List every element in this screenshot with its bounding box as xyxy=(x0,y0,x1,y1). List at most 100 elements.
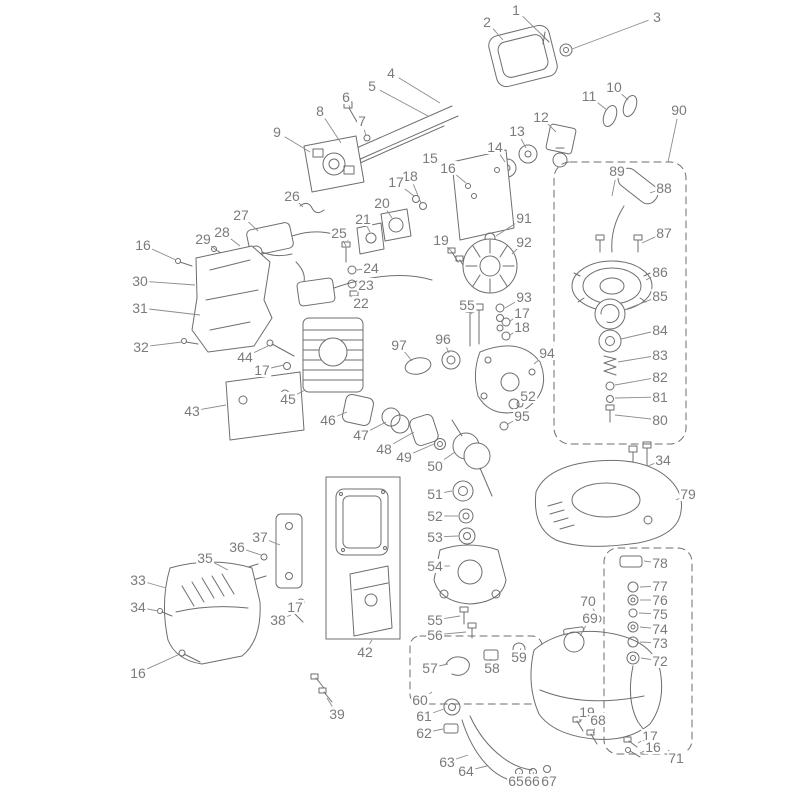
part-label: 11 xyxy=(580,88,598,104)
coil-spacers xyxy=(341,241,359,309)
leader-line xyxy=(623,298,652,311)
leader-line xyxy=(336,411,348,417)
part-label: 22 xyxy=(352,295,370,311)
part-label: 24 xyxy=(362,260,380,276)
part-label: 52 xyxy=(426,508,444,524)
part-label: 80 xyxy=(651,412,669,428)
leader-line xyxy=(268,539,281,546)
leader-line xyxy=(620,92,629,101)
part-label: 91 xyxy=(515,210,533,226)
leader-line xyxy=(454,173,467,184)
leader-line xyxy=(446,246,453,253)
leader-line xyxy=(495,222,517,237)
leader-line xyxy=(547,123,557,133)
pulley-84 xyxy=(598,329,622,353)
part-label: 77 xyxy=(651,578,669,594)
leader-line xyxy=(442,451,456,462)
part-label: 89 xyxy=(608,163,626,179)
ignition-module xyxy=(296,277,336,307)
part-label: 73 xyxy=(651,635,669,651)
leader-line xyxy=(284,136,311,153)
leader-line xyxy=(148,308,201,316)
part-label: 92 xyxy=(515,234,533,250)
leader-line xyxy=(270,364,285,369)
leader-line xyxy=(379,89,429,117)
part-label: 82 xyxy=(651,369,669,385)
leader-line xyxy=(348,105,351,109)
screws-39 xyxy=(310,673,333,703)
part-label: 6 xyxy=(341,89,351,105)
part-label: 46 xyxy=(319,412,337,428)
part-label: 76 xyxy=(651,592,669,608)
leader-line xyxy=(499,154,506,163)
leader-line xyxy=(412,184,422,204)
starter-handle xyxy=(595,167,659,253)
part-label: 70 xyxy=(579,593,597,609)
part-label: 16 xyxy=(439,160,457,176)
engine-cover-79 xyxy=(534,459,682,547)
part-label: 68 xyxy=(589,712,607,728)
part-label: 79 xyxy=(679,486,697,502)
part-label: 34 xyxy=(654,452,672,468)
part-label: 95 xyxy=(513,408,531,424)
part-label: 60 xyxy=(411,692,429,708)
leader-line xyxy=(342,240,347,247)
leader-line xyxy=(245,549,262,556)
leader-line xyxy=(146,582,167,589)
leader-line xyxy=(148,281,196,286)
leader-line xyxy=(520,138,527,149)
part-label: 74 xyxy=(651,621,669,637)
part-label: 87 xyxy=(655,225,673,241)
part-label: 7 xyxy=(357,113,367,129)
part-label: 17 xyxy=(387,174,405,190)
part-label: 35 xyxy=(196,550,214,566)
piston-rings xyxy=(381,407,410,434)
part-label: 16 xyxy=(129,665,147,681)
leader-line xyxy=(151,248,177,261)
leader-line xyxy=(614,378,652,386)
part-label: 52 xyxy=(519,388,537,404)
leader-line xyxy=(645,276,653,281)
part-label: 13 xyxy=(508,123,526,139)
part-label: 94 xyxy=(538,345,556,361)
part-label: 96 xyxy=(434,331,452,347)
part-label: 75 xyxy=(651,606,669,622)
part-label: 19 xyxy=(432,232,450,248)
part-label: 21 xyxy=(354,211,372,227)
leader-line xyxy=(212,561,229,571)
leader-line xyxy=(247,220,259,232)
leader-line xyxy=(595,101,608,111)
leader-line xyxy=(366,226,371,233)
part-label: 27 xyxy=(232,207,250,223)
washer-95 xyxy=(499,421,509,431)
part-label: 33 xyxy=(129,572,147,588)
leader-line xyxy=(446,347,450,354)
leader-line xyxy=(614,414,652,420)
part-label: 61 xyxy=(415,708,433,724)
part-label: 84 xyxy=(651,322,669,338)
piston xyxy=(409,414,446,450)
part-label: 83 xyxy=(651,347,669,363)
leader-line xyxy=(295,389,306,396)
crankcase xyxy=(433,544,507,605)
part-label: 16 xyxy=(134,237,152,253)
leader-line xyxy=(639,750,645,754)
leader-line xyxy=(404,351,413,362)
leader-line xyxy=(647,462,655,467)
air-filter-group xyxy=(325,476,401,640)
leader-line xyxy=(571,19,649,50)
rewind-spring xyxy=(603,355,617,376)
part-label: 67 xyxy=(540,773,558,789)
leader-line xyxy=(324,118,342,144)
leader-line xyxy=(146,653,181,670)
part-label: 36 xyxy=(228,539,246,555)
leader-line xyxy=(579,625,586,637)
part-label: 25 xyxy=(330,225,348,241)
leader-line xyxy=(507,420,515,425)
part-label: 55 xyxy=(458,297,476,313)
part-label: 43 xyxy=(183,403,201,419)
leader-line xyxy=(228,237,241,247)
part-label: 51 xyxy=(426,486,444,502)
leader-line xyxy=(146,608,159,612)
